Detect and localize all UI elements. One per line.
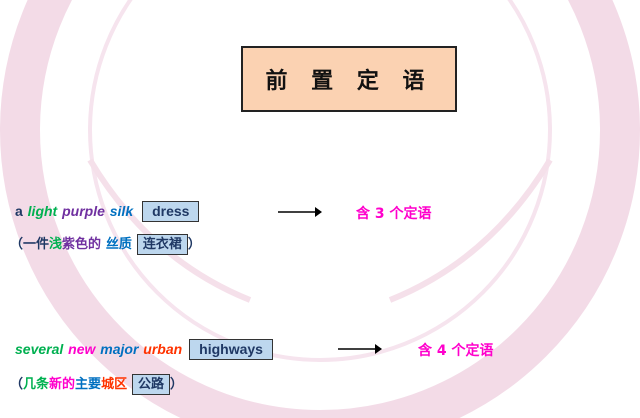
noun-box-zh: 公路	[131, 374, 170, 395]
modifier-word-zh: 浅	[49, 237, 63, 252]
noun-box-zh: 连衣裙	[136, 234, 188, 255]
modifier-word: new	[68, 341, 96, 357]
page-title: 前 置 定 语	[265, 69, 433, 94]
modifier-word-zh: 丝质	[105, 237, 132, 252]
modifier-word-zh: 城区	[101, 377, 128, 392]
noun-box: highways	[189, 339, 273, 360]
paren-close: ）	[169, 377, 183, 392]
noun-box: dress	[142, 201, 200, 222]
paren-close: ）	[187, 237, 201, 252]
arrow-icon	[278, 207, 322, 217]
modifier-word: silk	[109, 203, 134, 219]
modifier-word-zh: 主要	[75, 377, 102, 392]
paren-open: （一件	[10, 237, 50, 252]
modifier-word: several	[15, 341, 64, 357]
example1-english: a light purple silk dress	[15, 201, 200, 222]
arrow-icon	[338, 344, 382, 354]
title-box: 前 置 定 语	[241, 46, 457, 112]
example2-english: several new major urban highways	[15, 339, 273, 360]
paren-open: （	[10, 377, 24, 392]
modifier-word: urban	[143, 341, 183, 357]
example2-chinese: （几条新的主要城区 公路）	[10, 373, 183, 395]
example2-note: 含 4 个定语	[418, 343, 494, 359]
modifier-word-zh: 几条	[23, 377, 50, 392]
modifier-word-zh: 新的	[49, 377, 76, 392]
example1-chinese: （一件浅紫色的 丝质 连衣裙）	[10, 233, 201, 255]
modifier-word: purple	[62, 203, 105, 219]
modifier-word-zh: 紫色的	[62, 237, 102, 252]
modifier-word: a	[15, 203, 23, 219]
example1-note: 含 3 个定语	[356, 206, 432, 222]
modifier-word: light	[27, 203, 58, 219]
modifier-word: major	[100, 341, 139, 357]
